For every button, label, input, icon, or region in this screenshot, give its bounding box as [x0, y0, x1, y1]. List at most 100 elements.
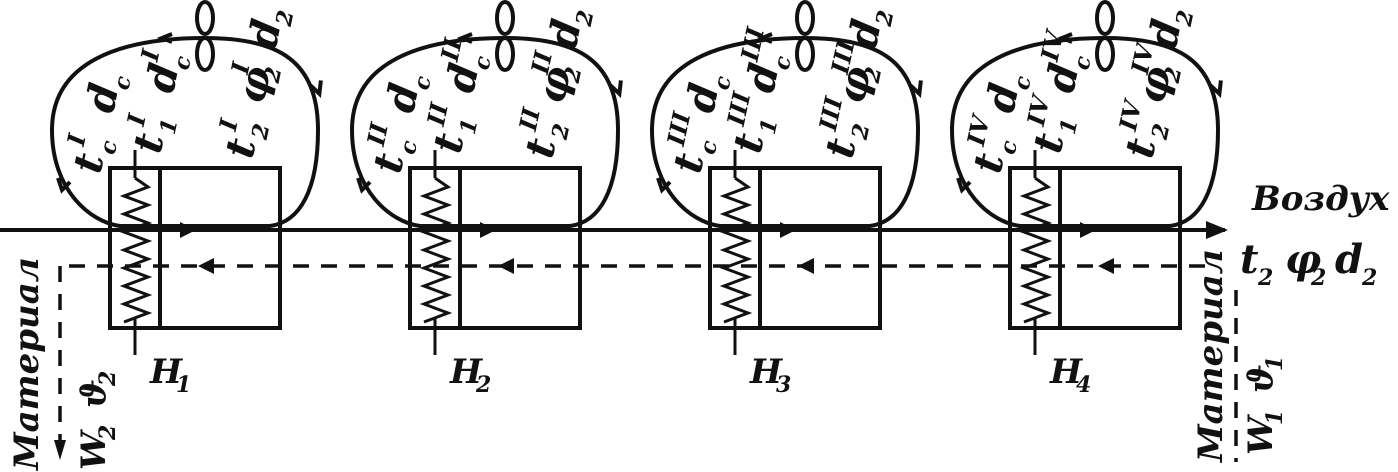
- label-dc-sub: c: [709, 73, 737, 92]
- dryer-chamber: [408, 166, 582, 330]
- loop-direction-arrow-right: [608, 80, 623, 98]
- air-direction-arrow: [480, 222, 496, 238]
- fan-blade-bottom: [795, 36, 815, 72]
- label-dc2-mark: I: [134, 46, 165, 65]
- loop-direction-arrow-left: [656, 177, 672, 194]
- material-outlet-theta-index: 2: [95, 371, 121, 387]
- air-direction-arrow: [1080, 222, 1096, 238]
- label-t1-mark: III: [721, 88, 757, 129]
- loop-direction-arrow-right: [908, 80, 923, 98]
- label-tc-mark: IV: [961, 111, 996, 150]
- label-t1-sub: 1: [455, 116, 484, 136]
- air-t: t: [1240, 236, 1259, 283]
- material-direction-arrow: [798, 258, 814, 274]
- material-inlet-params: W 1 ϑ 1: [1241, 356, 1288, 455]
- label-phi2-sub: 2: [259, 65, 288, 86]
- label-d2-sub: 2: [571, 8, 600, 29]
- fan-blade-top: [1095, 0, 1115, 36]
- material-outlet-label: Материал: [7, 257, 47, 471]
- label-phi2-sub: 2: [1159, 65, 1188, 86]
- heater-label: H: [749, 352, 784, 392]
- material-outlet-w-index: 2: [95, 425, 121, 441]
- heater-index: 3: [776, 372, 791, 398]
- heater-label: H: [449, 352, 484, 392]
- label-dc2-sub: c: [169, 53, 197, 72]
- loop-direction-arrow-top: [156, 32, 173, 44]
- fan-blade-top: [795, 0, 815, 36]
- label-t2-mark: I: [213, 115, 244, 134]
- material-inlet-w: W: [1241, 414, 1281, 455]
- stages-group: H1tcIdct1IdcIt2Iφ2Id2H2tcIIdct1IIdcIIt2I…: [49, 0, 1223, 398]
- heater-label: H: [149, 352, 184, 392]
- loop-direction-arrow-top: [1056, 32, 1073, 44]
- air-phi: φ: [1285, 236, 1321, 283]
- label-t2-sub: 2: [1147, 121, 1176, 142]
- heater-coil: [1019, 176, 1053, 324]
- label-d2-sub: 2: [871, 8, 900, 29]
- label-phi2-sub: 2: [859, 65, 888, 86]
- loop-direction-arrow-top: [756, 32, 773, 44]
- label-t1-mark: IV: [1021, 91, 1056, 130]
- label-t1-sub: 1: [155, 116, 184, 136]
- material-direction-arrow: [198, 258, 214, 274]
- fan-blade-top: [495, 0, 515, 36]
- label-t1-mark: I: [121, 110, 152, 129]
- label-tc-sub: c: [395, 138, 423, 157]
- material-inlet-name: Материал: [1191, 249, 1231, 463]
- air-direction-arrow: [180, 222, 196, 238]
- label-d2-sub: 2: [271, 8, 300, 29]
- label-dc-sub: c: [1009, 73, 1037, 92]
- heater-coil: [419, 176, 453, 324]
- label-t1-sub: 1: [1055, 116, 1084, 136]
- dryer-chamber: [1008, 166, 1182, 330]
- label-phi2-mark: II: [525, 48, 558, 78]
- label-t2-sub: 2: [847, 121, 876, 142]
- air-d: d: [1335, 236, 1363, 283]
- material-outlet-theta: ϑ: [74, 379, 114, 408]
- label-t1-mark: II: [421, 99, 454, 129]
- air-label: Воздух: [1251, 179, 1390, 219]
- loop-direction-arrow-right: [1208, 80, 1223, 98]
- label-tc-mark: III: [661, 108, 697, 149]
- label-tc-sub: c: [695, 138, 723, 157]
- air-phi-index: 2: [1310, 265, 1326, 291]
- fan-blade-bottom: [1095, 36, 1115, 72]
- material-direction-arrow: [498, 258, 514, 274]
- label-dc-sub: c: [109, 73, 137, 92]
- heater-coil: [719, 176, 753, 324]
- label-phi2-mark: III: [825, 37, 861, 78]
- label-dc2-sub: c: [1069, 53, 1097, 72]
- dryer-chamber: [708, 166, 882, 330]
- material-outlet-params: W 2 ϑ 2: [74, 371, 121, 470]
- material-outlet-name: Материал: [7, 257, 47, 471]
- label-dc-sub: c: [409, 73, 437, 92]
- label-tc-mark: II: [361, 119, 394, 149]
- label-t1-sub: 1: [755, 116, 784, 136]
- heater-index: 2: [475, 372, 491, 398]
- label-t2-mark: III: [813, 93, 849, 134]
- recirculation-loop: [649, 36, 921, 228]
- label-dc2-sub: c: [769, 53, 797, 72]
- fan-blade-bottom: [495, 36, 515, 72]
- label-d2-sub: 2: [1171, 8, 1200, 29]
- air-outlet-params: t 2 φ 2 d 2: [1240, 236, 1377, 291]
- material-inlet-label: Материал: [1191, 249, 1231, 463]
- loop-direction-arrow-top: [456, 32, 473, 44]
- heater-coil: [119, 176, 153, 324]
- heater-label: H: [1049, 352, 1084, 392]
- label-tc-mark: I: [61, 130, 92, 149]
- air-d-index: 2: [1361, 265, 1377, 291]
- label-dc2-mark: III: [734, 24, 770, 65]
- material-outlet-w: W: [74, 429, 114, 470]
- label-tc-sub: c: [995, 138, 1023, 157]
